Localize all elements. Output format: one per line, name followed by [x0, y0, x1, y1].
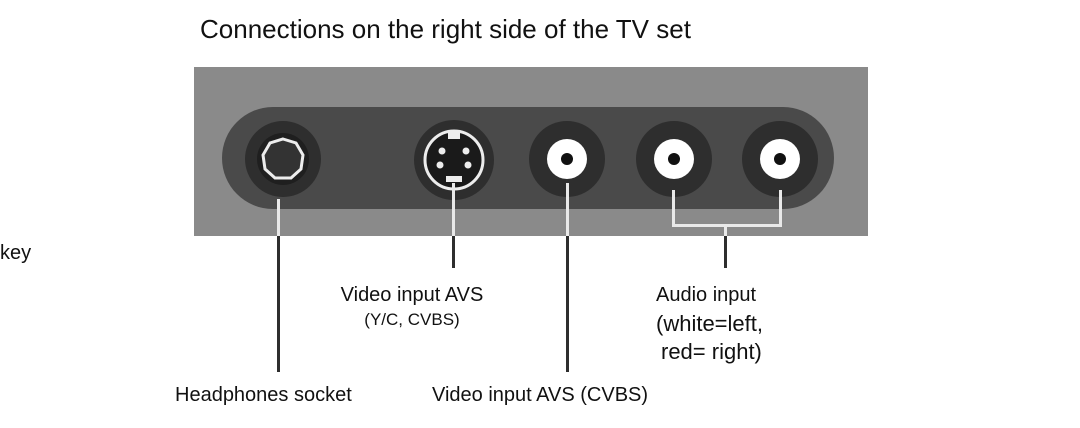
headphones-label: Headphones socket [175, 384, 352, 406]
audio-leader [724, 236, 727, 268]
svideo-label-line2: (Y/C, CVBS) [364, 310, 460, 329]
connector-recess [222, 107, 834, 209]
headphones-leader-upper [277, 199, 280, 236]
svideo-label: Video input AVS (Y/C, CVBS) [335, 284, 489, 330]
diagram-title: Connections on the right side of the TV … [200, 14, 691, 44]
svideo-leader-upper [452, 183, 455, 236]
cvbs-leader-upper [566, 183, 569, 236]
headphones-leader [277, 236, 280, 372]
audio-label-line2: (white=left, [656, 311, 763, 336]
audio-right-socket-icon [742, 121, 818, 197]
audio-label-line1: Audio input [656, 284, 757, 306]
svideo-label-line1: Video input AVS [340, 284, 484, 306]
cvbs-label: Video input AVS (CVBS) [432, 384, 649, 406]
edge-text: key [0, 242, 32, 264]
headphones-socket-icon [245, 121, 321, 197]
audio-label: Audio input (white=left, red= right) [656, 284, 763, 365]
cvbs-leader [566, 236, 569, 372]
cvbs-video-socket-icon [529, 121, 605, 197]
audio-bracket [672, 190, 782, 227]
audio-leader-upper [724, 224, 727, 236]
svideo-leader [452, 236, 455, 268]
audio-left-socket-icon [636, 121, 712, 197]
audio-label-line3: red= right) [661, 339, 762, 364]
